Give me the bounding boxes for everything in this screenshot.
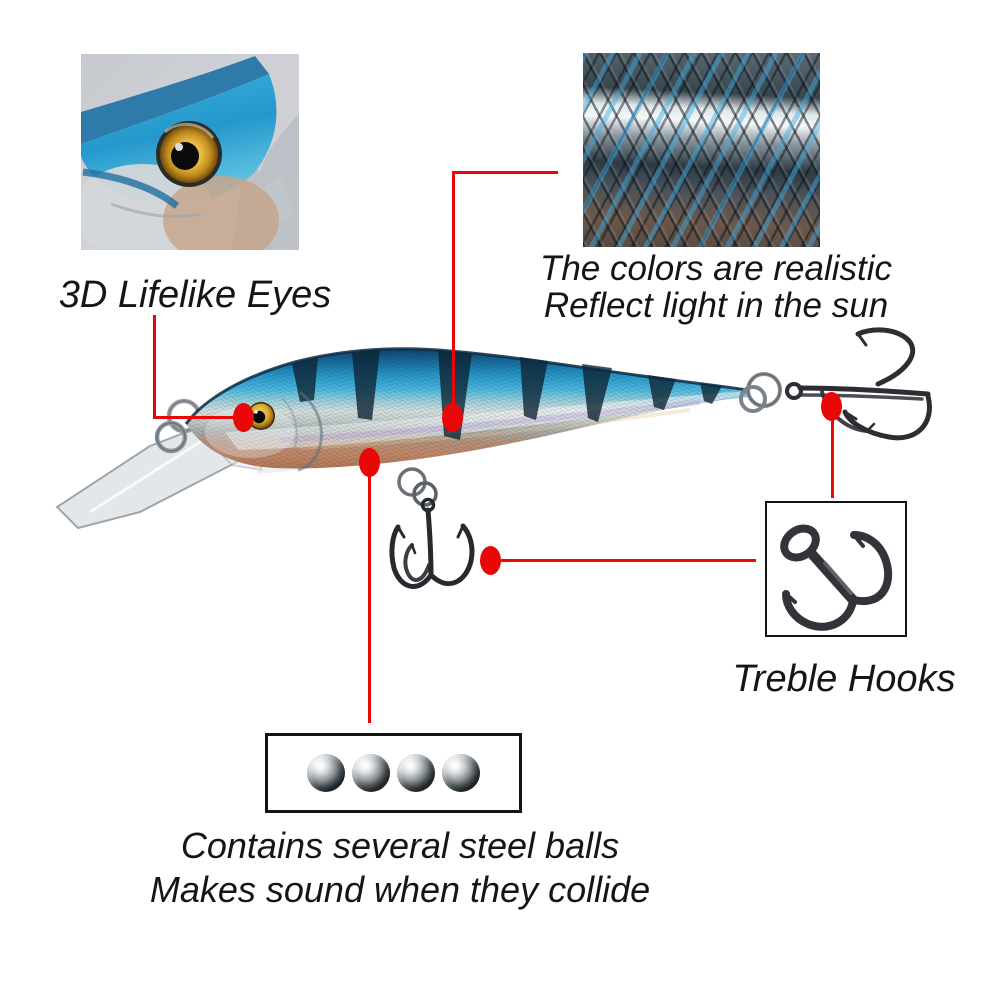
nose-split-ring (154, 398, 202, 454)
callout-line-colors-vertical (451, 170, 455, 418)
callout-line-colors-horizontal (451, 170, 558, 174)
scales-closeup-photo (583, 53, 820, 247)
callout-dot-belly (358, 447, 380, 477)
callout-dot-eye (232, 402, 254, 432)
label-treble-hooks: Treble Hooks (732, 658, 956, 700)
label-3d-lifelike-eyes: 3D Lifelike Eyes (58, 274, 332, 316)
label-realistic-colors-line2: Reflect light in the sun (543, 286, 889, 325)
callout-line-rearhook-vertical (830, 406, 834, 498)
label-realistic-colors-line1: The colors are realistic (539, 249, 893, 288)
callout-line-balls-vertical (367, 462, 371, 723)
eye-closeup-photo (81, 54, 299, 250)
steel-balls-photo (265, 733, 522, 813)
callout-line-eyes-horizontal (152, 415, 243, 419)
eye-closeup-art (81, 54, 299, 250)
steel-ball (397, 754, 435, 792)
belly-treble-hook (389, 467, 475, 589)
steel-balls-row (307, 754, 480, 792)
treble-hook-art (780, 524, 893, 631)
callout-dot-rearhook (820, 391, 842, 421)
label-realistic-colors: The colors are realistic Reflect light i… (498, 250, 934, 324)
steel-ball (352, 754, 390, 792)
callout-line-hooks-horizontal (490, 558, 756, 562)
diving-lip (55, 423, 300, 530)
callout-dot-bellyhook (479, 545, 501, 575)
label-steel-balls-line2: Makes sound when they collide (149, 869, 651, 910)
steel-ball (307, 754, 345, 792)
callout-line-eyes-vertical (152, 315, 156, 418)
lure-stripes (292, 349, 722, 440)
treble-hooks-photo (765, 501, 907, 637)
callout-dot-body (441, 402, 463, 432)
label-steel-balls-line1: Contains several steel balls (180, 825, 620, 866)
rear-treble-hook (739, 327, 932, 441)
lure-body (184, 347, 748, 472)
steel-ball (442, 754, 480, 792)
label-steel-balls: Contains several steel balls Makes sound… (100, 824, 700, 912)
